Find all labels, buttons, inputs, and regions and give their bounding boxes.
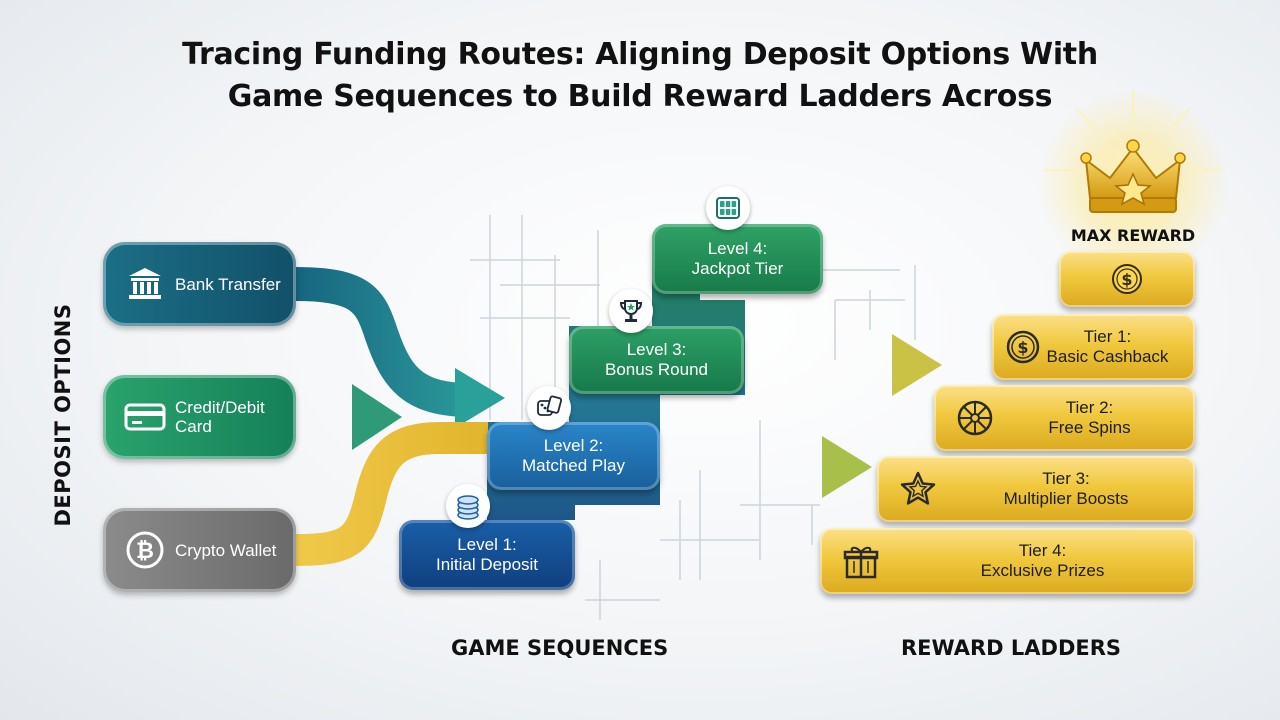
deposit-credit-debit-card[interactable]: Credit/Debit Card <box>103 375 296 459</box>
level-title: Level 3: <box>626 340 687 359</box>
level-title: Level 2: <box>543 436 604 455</box>
max-reward-bar[interactable]: $ <box>1059 251 1195 307</box>
svg-text:$: $ <box>1121 270 1132 289</box>
gift-icon <box>836 536 886 586</box>
tier-title: Tier 4: <box>1018 541 1067 560</box>
coin-stack-icon <box>446 484 490 528</box>
level-name: Initial Deposit <box>435 555 539 574</box>
dice-cards-icon <box>527 386 571 430</box>
svg-text:₿: ₿ <box>136 539 154 564</box>
level-3-bonus-round[interactable]: Level 3: Bonus Round <box>569 326 744 394</box>
tier-3-multiplier-boosts[interactable]: Tier 3: Multiplier Boosts <box>877 456 1195 522</box>
level-2-matched-play[interactable]: Level 2: Matched Play <box>487 422 660 490</box>
tier-name: Free Spins <box>1048 418 1131 437</box>
tier-title: Tier 1: <box>1083 327 1132 346</box>
deposit-label: Crypto Wallet <box>175 540 277 560</box>
title-line-1: Tracing Funding Routes: Aligning Deposit… <box>182 37 1098 72</box>
level-name: Bonus Round <box>604 360 709 379</box>
crown-icon <box>1080 139 1186 213</box>
level-name: Jackpot Tier <box>691 259 784 278</box>
svg-text:$: $ <box>1017 338 1028 357</box>
dollar-coin-icon: $ <box>1110 262 1144 296</box>
tier-4-exclusive-prizes[interactable]: Tier 4: Exclusive Prizes <box>820 528 1195 594</box>
game-sequences-label: GAME SEQUENCES <box>451 636 669 660</box>
tier-title: Tier 3: <box>1042 469 1090 488</box>
level-4-jackpot-tier[interactable]: Level 4: Jackpot Tier <box>652 224 823 294</box>
title-line-2: Game Sequences to Build Reward Ladders A… <box>227 79 1053 114</box>
page-title: Tracing Funding Routes: Aligning Deposit… <box>0 34 1280 118</box>
star-icon <box>893 464 943 514</box>
deposit-label: Credit/Debit Card <box>175 398 265 436</box>
wheel-icon <box>950 393 1000 443</box>
deposit-crypto-wallet[interactable]: ₿ Crypto Wallet <box>103 508 296 592</box>
reward-ladders-label: REWARD LADDERS <box>901 636 1122 660</box>
dollar-coin-icon: $ <box>998 322 1048 372</box>
bank-icon <box>123 262 167 306</box>
max-reward-label: MAX REWARD <box>1070 226 1196 245</box>
level-1-initial-deposit[interactable]: Level 1: Initial Deposit <box>399 520 575 590</box>
tier-2-free-spins[interactable]: Tier 2: Free Spins <box>934 385 1195 451</box>
bitcoin-icon: ₿ <box>123 528 167 572</box>
tier-title: Tier 2: <box>1065 398 1114 417</box>
deposit-options-label: DEPOSIT OPTIONS <box>51 303 75 527</box>
tier-name: Exclusive Prizes <box>980 561 1105 580</box>
trophy-icon <box>609 289 653 333</box>
level-title: Level 4: <box>707 239 768 258</box>
deposit-bank-transfer[interactable]: Bank Transfer <box>103 242 296 326</box>
level-title: Level 1: <box>457 535 517 554</box>
tier-name: Multiplier Boosts <box>1003 489 1129 508</box>
level-name: Matched Play <box>522 456 625 475</box>
credit-card-icon <box>123 395 167 439</box>
deposit-label: Bank Transfer <box>175 274 281 294</box>
slot-reels-icon <box>706 186 750 230</box>
tier-1-basic-cashback[interactable]: $ Tier 1: Basic Cashback <box>992 314 1195 380</box>
tier-name: Basic Cashback <box>1046 347 1169 366</box>
